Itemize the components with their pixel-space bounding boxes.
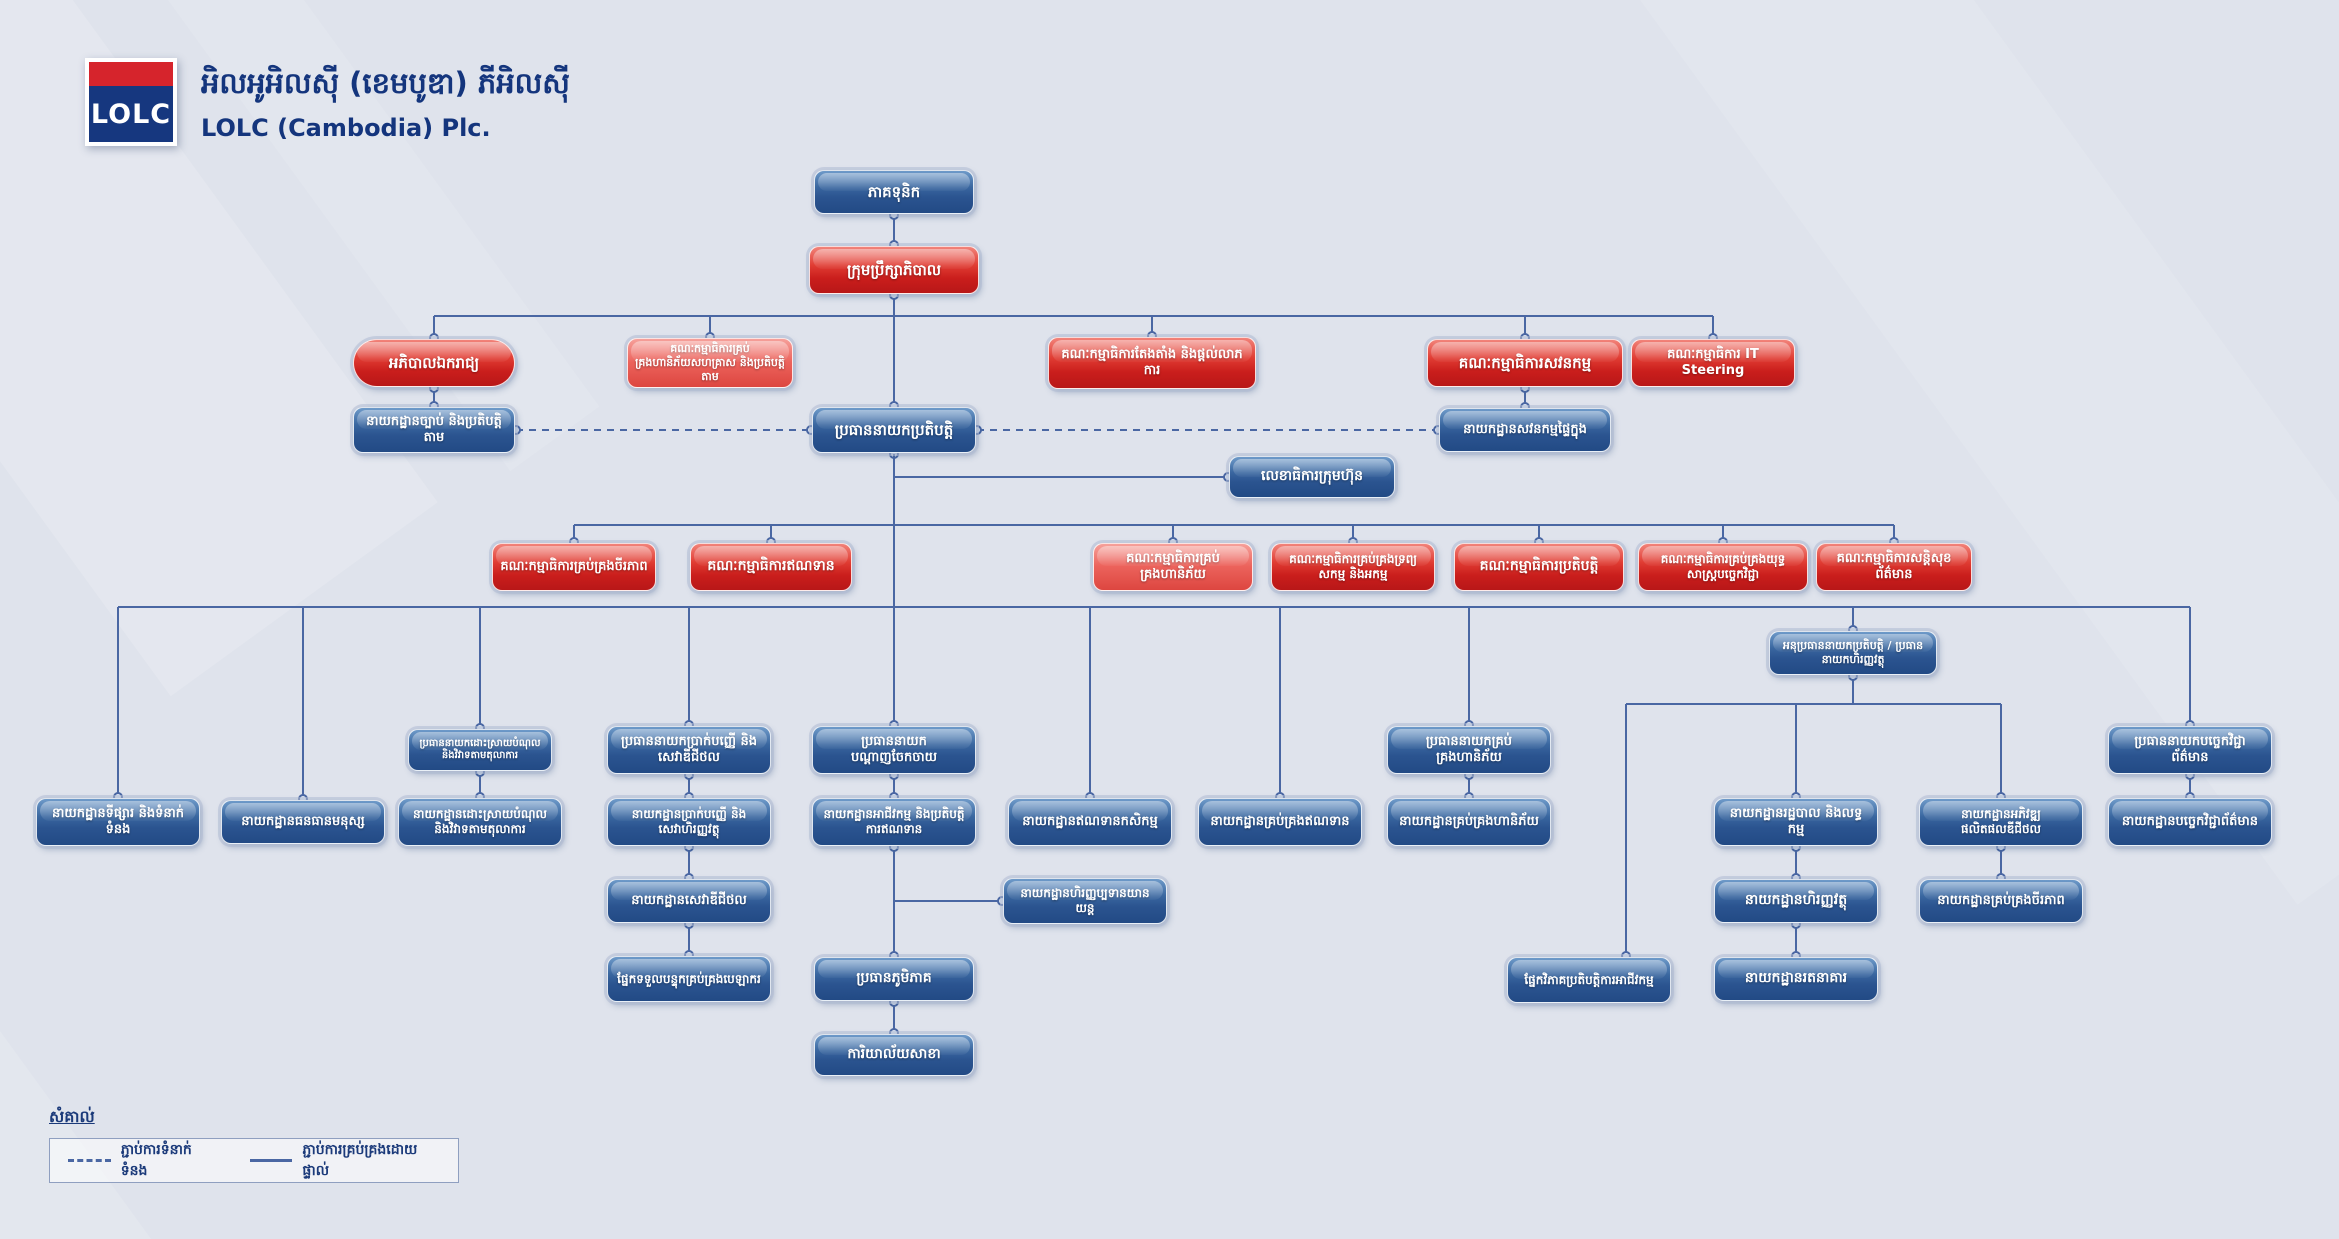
node-audit-committee: គណៈកម្មាធិការសវនកម្ម bbox=[1427, 339, 1623, 387]
legend: សំគាល់ ភ្ជាប់ការទំនាក់ទំនង ភ្ជាប់ការគ្រប… bbox=[49, 1106, 459, 1183]
logo-text: LOLC bbox=[90, 98, 172, 130]
node-nomination-remuneration-committee: គណៈកម្មាធិការតែងតាំង និងផ្តល់លាភការ bbox=[1048, 337, 1256, 389]
node-digital-product-development-dept: នាយកដ្ឋានអភិវឌ្ឍផលិតផលឌីជីថល bbox=[1919, 798, 2083, 846]
node-branch-office: ការិយាល័យសាខា bbox=[814, 1034, 974, 1076]
node-company-secretary: លេខាធិការក្រុមហ៊ុន bbox=[1229, 456, 1395, 498]
node-chief-deposits-digital: ប្រធាននាយកប្រាក់បញ្ញើ និងសេវាឌីជីថល bbox=[607, 726, 771, 774]
node-chief-distribution: ប្រធាននាយកបណ្តាញចែកចាយ bbox=[812, 726, 976, 774]
node-deputy-ceo-cfo: អនុប្រធាននាយកប្រតិបត្តិ / ប្រធាននាយកហិរញ… bbox=[1769, 631, 1937, 675]
node-risk-management-committee: គណៈកម្មាធិការគ្រប់គ្រងហានិភ័យ bbox=[1093, 543, 1253, 591]
node-risk-management-dept: នាយកដ្ឋានគ្រប់គ្រងហានិភ័យ bbox=[1387, 798, 1551, 846]
node-sustainability-committee: គណៈកម្មាធិការគ្រប់គ្រងចីរភាព bbox=[492, 543, 656, 591]
titles: អិលអូអិលស៊ី (ខេមបូឌា) ភីអិលស៊ី LOLC (Cam… bbox=[201, 58, 570, 142]
node-debt-resolution-dept: នាយកដ្ឋានដោះស្រាយបំណុល និងវិវាទតាមតុលាកា… bbox=[398, 798, 562, 846]
node-legal-compliance-dept: នាយកដ្ឋានច្បាប់ និងប្រតិបត្តិតាម bbox=[353, 407, 515, 453]
lolc-logo-inner: LOLC bbox=[89, 62, 173, 142]
solid-line-sample bbox=[249, 1159, 293, 1162]
node-finance-dept: នាយកដ្ឋានហិរញ្ញវត្ថុ bbox=[1714, 879, 1878, 923]
node-business-operations-analysis-unit: ផ្នែកវិភាគប្រតិបត្តិការអាជីវកម្ម bbox=[1507, 957, 1671, 1003]
node-business-credit-operations-dept: នាយកដ្ឋានអាជីវកម្ម និងប្រតិបត្តិការឥណទាន bbox=[812, 798, 976, 846]
node-chief-risk: ប្រធាននាយកគ្រប់គ្រងហានិភ័យ bbox=[1387, 726, 1551, 774]
node-internal-audit-dept: នាយកដ្ឋានសវនកម្មផ្ទៃក្នុង bbox=[1439, 408, 1611, 452]
header: LOLC អិលអូអិលស៊ី (ខេមបូឌា) ភីអិលស៊ី LOLC… bbox=[85, 58, 570, 146]
node-deposits-financial-services-dept: នាយកដ្ឋានប្រាក់បញ្ញើ និងសេវាហិរញ្ញវត្ថុ bbox=[607, 798, 771, 846]
legend-box: ភ្ជាប់ការទំនាក់ទំនង ភ្ជាប់ការគ្រប់គ្រងដោ… bbox=[49, 1138, 459, 1183]
legend-item-solid: ភ្ជាប់ការគ្រប់គ្រងដោយផ្ទាល់ bbox=[249, 1140, 440, 1182]
node-shareholders: ភាគទុនិក bbox=[814, 170, 974, 214]
node-treasury-dept: នាយកដ្ឋានរតនាគារ bbox=[1714, 957, 1878, 1001]
node-teller-management-unit: ផ្នែកទទួលបន្ទុកគ្រប់គ្រងបេឡាករ bbox=[607, 956, 771, 1002]
node-executive-committee: គណៈកម្មាធិការប្រតិបត្តិ bbox=[1454, 543, 1624, 591]
node-enterprise-risk-compliance-committee: គណៈកម្មាធិការគ្រប់គ្រងហានិភ័យសហគ្រាស និង… bbox=[627, 338, 793, 388]
node-alco-committee: គណៈកម្មាធិការគ្រប់គ្រងទ្រព្យសកម្ម និងអកម… bbox=[1271, 543, 1435, 591]
node-credit-committee: គណៈកម្មាធិការឥណទាន bbox=[690, 543, 852, 591]
node-regional-manager: ប្រធានភូមិភាគ bbox=[814, 957, 974, 1001]
legend-solid-label: ភ្ជាប់ការគ្រប់គ្រងដោយផ្ទាល់ bbox=[302, 1141, 418, 1179]
node-sustainability-dept: នាយកដ្ឋានគ្រប់គ្រងចីរភាព bbox=[1919, 879, 2083, 923]
node-chief-debt-resolution: ប្រធាននាយកដោះស្រាយបំណុល និងវិវាទតាមតុលាក… bbox=[408, 729, 552, 771]
node-it-dept: នាយកដ្ឋានបច្ចេកវិជ្ជាព័ត៌មាន bbox=[2108, 798, 2272, 846]
lolc-logo: LOLC bbox=[85, 58, 177, 146]
node-it-steering-committee: គណៈកម្មាធិការ IT Steering bbox=[1631, 339, 1795, 387]
logo-blue-square: LOLC bbox=[89, 86, 173, 142]
node-independent-director: អភិបាលឯករាជ្យ bbox=[353, 339, 515, 387]
node-admin-procurement-dept: នាយកដ្ឋានរដ្ឋបាល និងលទ្ធកម្ម bbox=[1714, 798, 1878, 846]
node-ceo: ប្រធាននាយកប្រតិបត្តិ bbox=[812, 407, 976, 453]
node-information-security-committee: គណៈកម្មាធិការសន្តិសុខព័ត៌មាន bbox=[1816, 543, 1972, 591]
node-agriculture-credit-dept: នាយកដ្ឋានឥណទានកសិកម្ម bbox=[1008, 798, 1172, 846]
node-board-of-directors: ក្រុមប្រឹក្សាភិបាល bbox=[809, 246, 979, 294]
dashed-line-sample bbox=[68, 1159, 111, 1162]
node-digital-services-dept: នាយកដ្ឋានសេវាឌីជីថល bbox=[607, 879, 771, 923]
node-vehicle-financing-dept: នាយកដ្ឋានហិរញ្ញប្បទានយានយន្ត bbox=[1003, 878, 1167, 924]
company-name-khmer: អិលអូអិលស៊ី (ខេមបូឌា) ភីអិលស៊ី bbox=[201, 66, 570, 100]
node-credit-management-dept: នាយកដ្ឋានគ្រប់គ្រងឥណទាន bbox=[1198, 798, 1362, 846]
node-marketing-communications-dept: នាយកដ្ឋានទីផ្សារ និងទំនាក់ទំនង bbox=[36, 798, 200, 846]
node-it-strategy-committee: គណៈកម្មាធិការគ្រប់គ្រងយុទ្ធសាស្ត្របច្ចេក… bbox=[1638, 543, 1808, 591]
legend-heading: សំគាល់ bbox=[49, 1107, 95, 1126]
logo-red-bar bbox=[89, 62, 173, 86]
legend-dashed-label: ភ្ជាប់ការទំនាក់ទំនង bbox=[120, 1141, 192, 1179]
legend-item-dashed: ភ្ជាប់ការទំនាក់ទំនង bbox=[68, 1140, 216, 1182]
company-name-latin: LOLC (Cambodia) Plc. bbox=[201, 114, 491, 142]
node-human-resources-dept: នាយកដ្ឋានធនធានមនុស្ស bbox=[221, 800, 385, 844]
node-chief-it: ប្រធាននាយកបច្ចេកវិជ្ជាព័ត៌មាន bbox=[2108, 726, 2272, 774]
